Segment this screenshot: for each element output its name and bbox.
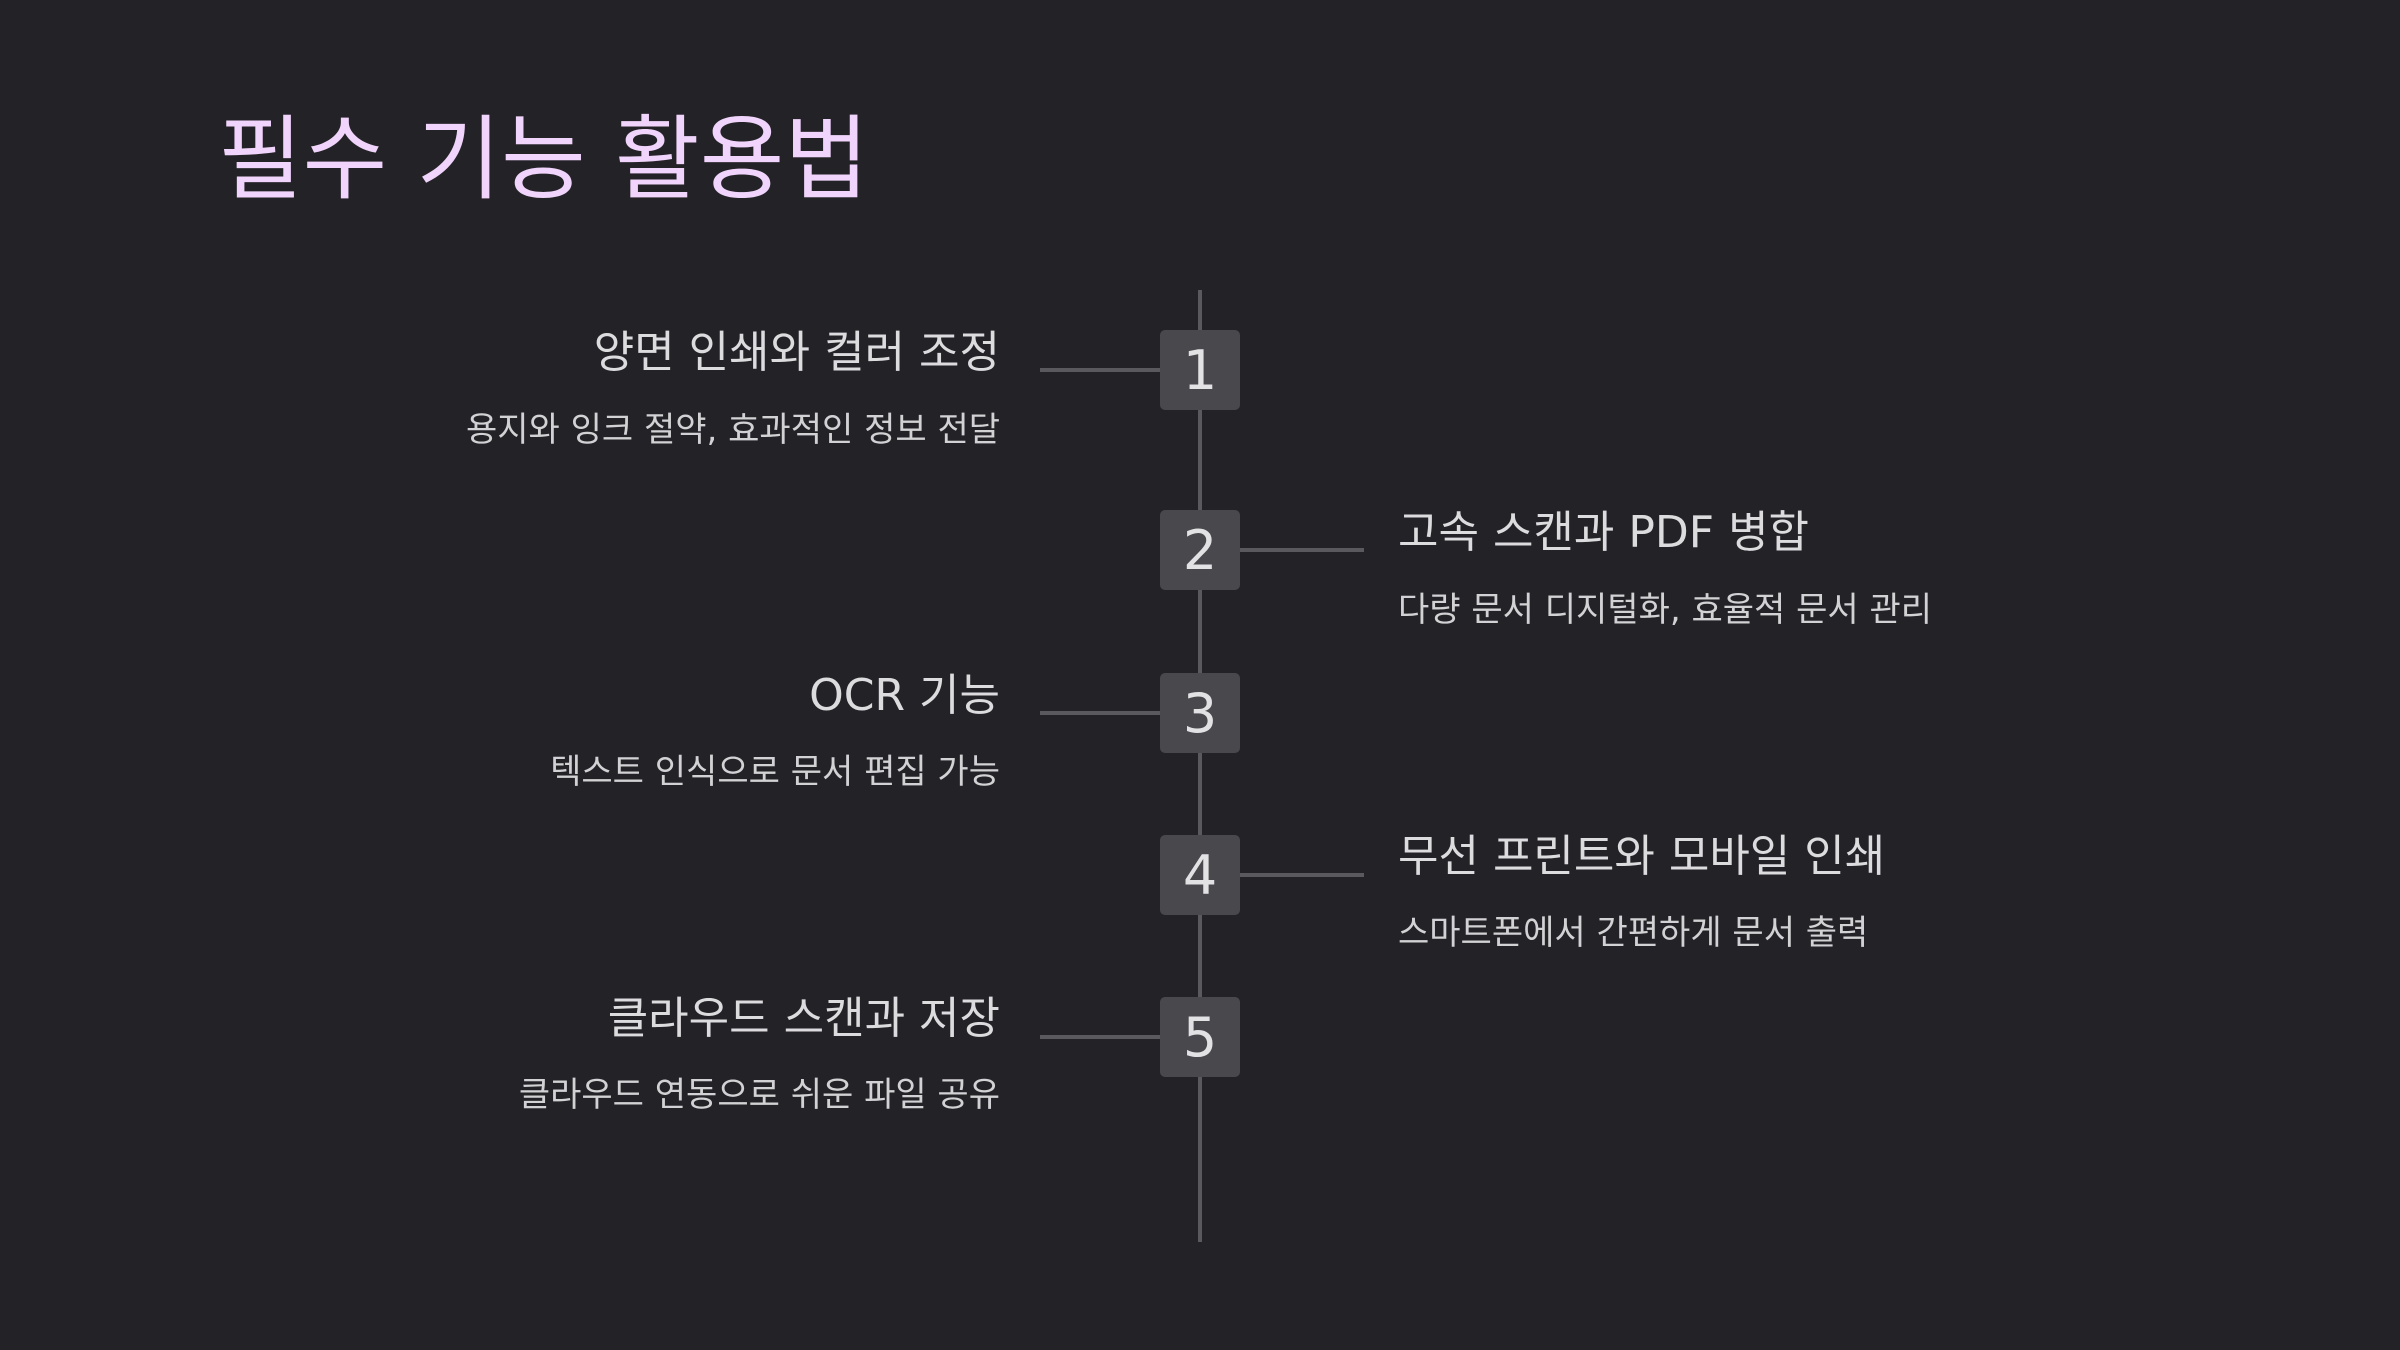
step-5-title: 클라우드 스캔과 저장 <box>607 993 1000 1044</box>
step-5-connector <box>1040 1035 1160 1039</box>
step-2-connector <box>1240 548 1364 552</box>
step-3-title: OCR 기능 <box>809 670 1000 721</box>
step-1-title: 양면 인쇄와 컬러 조정 <box>593 327 1000 378</box>
step-2-badge: 2 <box>1160 510 1240 590</box>
step-4-description: 스마트폰에서 간편하게 문서 출력 <box>1398 913 1869 953</box>
step-5-badge: 5 <box>1160 997 1240 1077</box>
step-3-connector <box>1040 711 1160 715</box>
page-title: 필수 기능 활용법 <box>218 106 869 213</box>
step-2-description: 다량 문서 디지털화, 효율적 문서 관리 <box>1398 590 1933 630</box>
step-1-description: 용지와 잉크 절약, 효과적인 정보 전달 <box>465 410 1000 450</box>
step-4-badge: 4 <box>1160 835 1240 915</box>
timeline-spine <box>1198 290 1202 1242</box>
step-2-title: 고속 스캔과 PDF 병합 <box>1398 507 1810 558</box>
step-3-description: 텍스트 인식으로 문서 편집 가능 <box>550 752 1000 792</box>
step-3-badge: 3 <box>1160 673 1240 753</box>
step-1-connector <box>1040 368 1160 372</box>
step-4-title: 무선 프린트와 모바일 인쇄 <box>1398 831 1886 882</box>
step-4-connector <box>1240 873 1364 877</box>
step-5-description: 클라우드 연동으로 쉬운 파일 공유 <box>518 1075 1000 1115</box>
step-1-badge: 1 <box>1160 330 1240 410</box>
